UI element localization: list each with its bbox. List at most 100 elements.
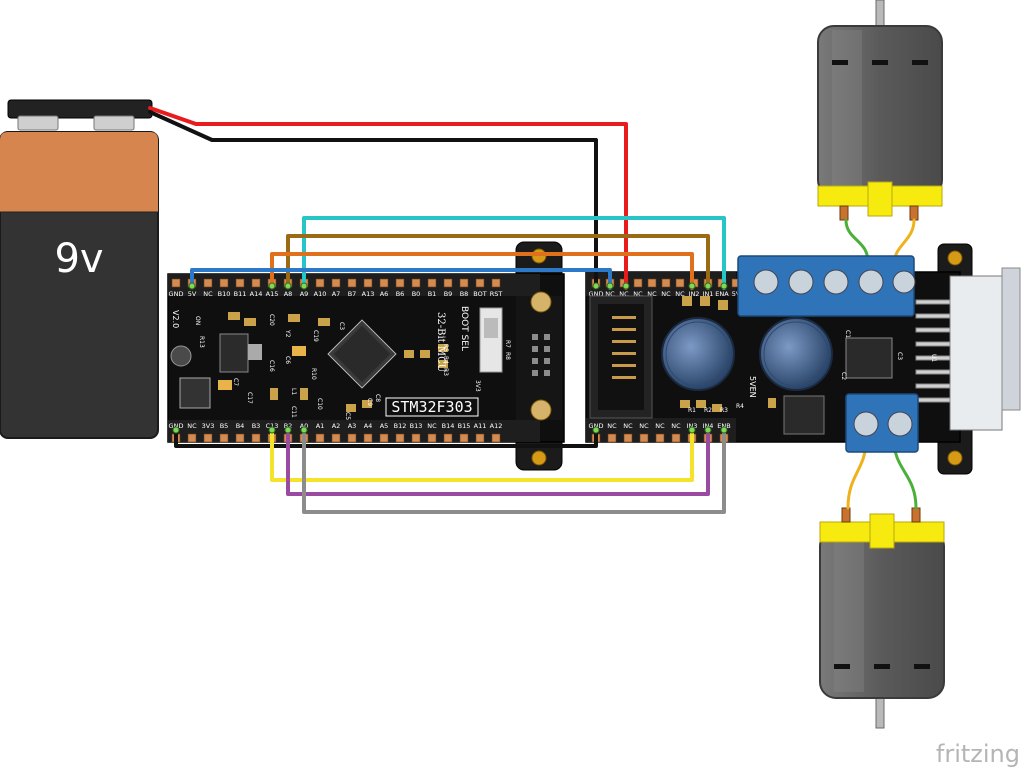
mcu-top-pin-label: NC bbox=[203, 290, 213, 298]
mcu-top-pin bbox=[315, 278, 325, 288]
mcu-bottom-pin-label: A3 bbox=[348, 422, 357, 430]
driver-component-label: R3 bbox=[720, 407, 728, 414]
mcu-component-label: R7 bbox=[504, 340, 511, 348]
mcu-component-label: C10 bbox=[316, 398, 323, 410]
mcu-top-pin bbox=[251, 278, 261, 288]
mcu-top-pin-label: GND bbox=[169, 290, 184, 298]
driver-top-pin-label: NC bbox=[619, 290, 629, 298]
mcu-component-label: R10 bbox=[310, 368, 317, 380]
mcu-component-label: R3 bbox=[442, 368, 449, 376]
mcu-component-label: C5 bbox=[344, 412, 351, 420]
mcu-component-label: 3V3 bbox=[474, 380, 481, 392]
fritzing-watermark: fritzing bbox=[936, 740, 1020, 768]
mcu-top-pin bbox=[427, 278, 437, 288]
mcu-bottom-pin bbox=[331, 433, 341, 443]
mcu-bottom-pin-label: B12 bbox=[394, 422, 407, 430]
signal-wires bbox=[174, 216, 726, 514]
mcu-bottom-pin bbox=[347, 433, 357, 443]
driver-top-pin-label: ENA bbox=[715, 290, 729, 298]
driver-component-label: R2 bbox=[704, 407, 712, 414]
mcu-bottom-pin bbox=[235, 433, 245, 443]
mcu-bottom-pin-label: A12 bbox=[490, 422, 503, 430]
mcu-top-pin bbox=[235, 278, 245, 288]
driver-top-pin-label: NC bbox=[647, 290, 657, 298]
mcu-top-pin-label: B1 bbox=[428, 290, 437, 298]
mcu-component-label: C3 bbox=[338, 322, 345, 330]
driver-top-pin bbox=[675, 278, 685, 288]
mcu-component-label: C11 bbox=[290, 406, 297, 418]
mcu-bottom-pin-label: C13 bbox=[266, 422, 279, 430]
driver-bottom-pin bbox=[639, 433, 649, 443]
driver-bottom-pin-label: IN3 bbox=[687, 422, 698, 430]
driver-top-pin bbox=[661, 278, 671, 288]
mcu-top-pin bbox=[219, 278, 229, 288]
driver-bottom-pin-label: GND bbox=[589, 422, 604, 430]
mcu-bottom-pin bbox=[443, 433, 453, 443]
mcu-component-label: Y2 bbox=[284, 329, 291, 338]
driver-bottom-pin bbox=[655, 433, 665, 443]
driver-component-label: C1 bbox=[844, 330, 851, 338]
mcu-top-pin bbox=[203, 278, 213, 288]
driver-bottom-pin bbox=[623, 433, 633, 443]
driver-top-pin-label: NC bbox=[605, 290, 615, 298]
mcu-bottom-pin-label: B4 bbox=[236, 422, 245, 430]
mcu-component-label: C17 bbox=[246, 392, 253, 404]
mcu-top-pin-label: A8 bbox=[284, 290, 293, 298]
mcu-bottom-pin-label: A0 bbox=[300, 422, 309, 430]
driver-component-label: U1 bbox=[930, 354, 937, 362]
mcu-bottom-pin bbox=[187, 433, 197, 443]
mcu-top-pin-label: A15 bbox=[266, 290, 279, 298]
driver-bottom-pin-label: NC bbox=[639, 422, 649, 430]
driver-component-label: 5VEN bbox=[748, 376, 757, 398]
driver-top-pin-label: NC bbox=[633, 290, 643, 298]
mcu-top-pin bbox=[475, 278, 485, 288]
mcu-top-pin-label: A14 bbox=[250, 290, 263, 298]
mcu-top-pin bbox=[395, 278, 405, 288]
driver-component-label: C2 bbox=[840, 372, 847, 380]
mcu-top-pin-label: A7 bbox=[332, 290, 341, 298]
motor-bottom bbox=[819, 507, 945, 729]
motor-top bbox=[817, 0, 943, 221]
mcu-bottom-pin-label: B2 bbox=[284, 422, 293, 430]
mcu-component-label: C9 bbox=[366, 398, 373, 406]
driver-top-pin bbox=[647, 278, 657, 288]
mcu-component-label: R5 bbox=[442, 344, 449, 352]
driver-top-pin-label: NC bbox=[661, 290, 671, 298]
mcu-top-pin-label: B8 bbox=[460, 290, 469, 298]
mcu-bottom-pin-label: A5 bbox=[380, 422, 389, 430]
mcu-top-pin bbox=[459, 278, 469, 288]
mcu-component-label: R4 bbox=[442, 356, 449, 364]
mcu-bottom-pin bbox=[363, 433, 373, 443]
mcu-subtitle: 32-Bit MCU bbox=[435, 312, 446, 372]
mcu-component-label: C19 bbox=[312, 330, 319, 342]
mcu-top-pin-label: B11 bbox=[234, 290, 247, 298]
mcu-side-pins bbox=[532, 334, 550, 376]
mcu-bottom-pin bbox=[203, 433, 213, 443]
battery-9v: 9v bbox=[0, 99, 159, 439]
driver-top-pin-label: IN1 bbox=[703, 290, 714, 298]
mcu-bottom-pin-label: B5 bbox=[220, 422, 229, 430]
mcu-bottom-pin-label: 3V3 bbox=[202, 422, 215, 430]
mcu-bottom-pin bbox=[459, 433, 469, 443]
mcu-top-pin-label: A10 bbox=[314, 290, 327, 298]
mcu-component-label: L1 bbox=[290, 388, 297, 395]
mcu-bottom-pin bbox=[475, 433, 485, 443]
mcu-bottom-pin-label: B13 bbox=[410, 422, 423, 430]
mcu-top-pin-label: B7 bbox=[348, 290, 357, 298]
driver-bottom-pin-label: NC bbox=[655, 422, 665, 430]
mcu-boot-label: BOOT SEL bbox=[459, 306, 469, 351]
mcu-component-label: C7 bbox=[232, 378, 239, 386]
mcu-bottom-pin-label: A11 bbox=[474, 422, 487, 430]
driver-top-pin-label: GND bbox=[589, 290, 604, 298]
mcu-version-label: V2.0 bbox=[171, 310, 180, 328]
wire-end-markers bbox=[172, 282, 728, 434]
driver-bottom-pin-label: NC bbox=[607, 422, 617, 430]
driver-top-pin-label: NC bbox=[675, 290, 685, 298]
mcu-component-label: C8 bbox=[374, 394, 381, 402]
mcu-top-pin-label: B9 bbox=[444, 290, 453, 298]
